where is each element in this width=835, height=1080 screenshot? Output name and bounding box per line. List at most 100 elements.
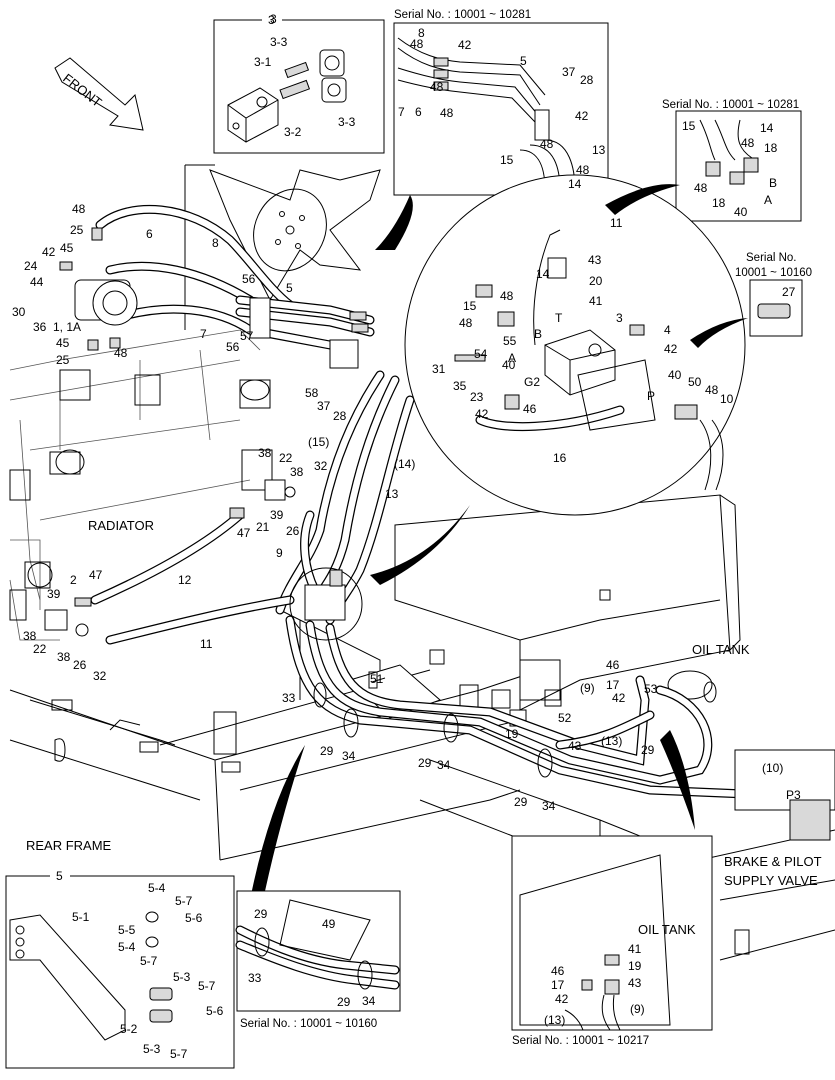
part-callout-8: 8 <box>212 236 219 250</box>
part-callout-48: 48 <box>576 163 590 177</box>
part-callout-10: 10 <box>720 392 734 406</box>
part-callout-14: (14) <box>394 457 415 471</box>
part-callout-23: 23 <box>470 390 484 404</box>
part-callout-48: 48 <box>540 137 554 151</box>
part-callout-46: 46 <box>551 964 565 978</box>
part-callout-21: 21 <box>256 520 270 534</box>
part-callout-32: 32 <box>314 459 328 473</box>
part-callout-30: 30 <box>12 305 26 319</box>
part-callout-38: 38 <box>57 650 71 664</box>
serial-mid-right-2: 10001 ~ 10160 <box>735 267 812 279</box>
part-callout-14: 14 <box>760 121 774 135</box>
part-callout-3-2: 3-2 <box>284 125 302 139</box>
part-callout-14: 14 <box>536 267 550 281</box>
part-callout-42: 42 <box>555 992 569 1006</box>
part-callout-51: 51 <box>370 672 384 686</box>
part-callout-5-7: 5-7 <box>170 1047 188 1061</box>
part-callout-13: (13) <box>601 734 622 748</box>
part-callout-46: 46 <box>523 402 537 416</box>
part-callout-18: 18 <box>712 196 726 210</box>
part-callout-G2: G2 <box>524 375 540 389</box>
part-callout-38: 38 <box>290 465 304 479</box>
part-callout-5-1: 5-1 <box>72 910 90 924</box>
part-callout-34: 34 <box>362 994 376 1008</box>
part-callout-15: 15 <box>682 119 696 133</box>
part-callout-9: (9) <box>580 681 595 695</box>
part-callout-B: B <box>769 176 777 190</box>
part-callout-5-4: 5-4 <box>118 940 136 954</box>
radiator-label: RADIATOR <box>88 518 154 533</box>
part-callout-8: 8 <box>418 26 425 40</box>
part-callout-40: 40 <box>668 368 682 382</box>
part-callout-11: 11 <box>610 216 623 230</box>
serial-top-right: Serial No. : 10001 ~ 10281 <box>662 99 799 111</box>
part-callout-42: 42 <box>458 38 472 52</box>
part-callout-52: 52 <box>558 711 572 725</box>
inset-serial-mid-right <box>749 279 803 337</box>
oil-tank-inset-label: OIL TANK <box>638 922 696 937</box>
part-callout-A: A <box>764 193 772 207</box>
part-callout-11A: 1, 1A <box>53 320 81 334</box>
part-callout-39: 39 <box>47 587 61 601</box>
part-callout-46: 46 <box>606 658 620 672</box>
radiator-structure <box>9 329 273 641</box>
part-callout-53: 53 <box>644 682 658 696</box>
inset-serial-top-right <box>675 110 802 222</box>
part-callout-40: 40 <box>734 205 748 219</box>
part-callout-22: 22 <box>279 451 293 465</box>
inset-serial-top-center <box>393 22 609 196</box>
part-callout-15: 15 <box>500 153 514 167</box>
part-callout-6: 6 <box>146 227 153 241</box>
part-callout-49: 49 <box>322 917 336 931</box>
part-callout-17: 17 <box>551 978 565 992</box>
part-callout-5-6: 5-6 <box>185 911 203 925</box>
part-callout-55: 55 <box>503 334 517 348</box>
part-callout-7: 7 <box>398 105 405 119</box>
part-callout-3: 3 <box>616 311 623 325</box>
part-callout-48: 48 <box>705 383 719 397</box>
part-callout-25: 25 <box>70 223 84 237</box>
part-callout-15: 15 <box>463 299 477 313</box>
part-callout-35: 35 <box>453 379 467 393</box>
radiator-fittings <box>44 479 296 637</box>
part-callout-44: 44 <box>30 275 44 289</box>
inset-serial-bottom-center <box>235 890 401 1012</box>
part-callout-4: 4 <box>664 323 671 337</box>
part-callout-36: 36 <box>33 320 47 334</box>
part-callout-34: 34 <box>542 799 556 813</box>
brake-pilot-label-line1: BRAKE & PILOT <box>724 854 822 869</box>
part-callout-33: 33 <box>248 971 262 985</box>
part-callout-11: 11 <box>200 637 213 651</box>
brake-pilot-label-line2: SUPPLY VALVE <box>724 873 818 888</box>
pipe-holder-5 <box>249 297 369 369</box>
part-callout-13: (13) <box>544 1013 565 1027</box>
part-callout-42: 42 <box>575 109 589 123</box>
detail-pointers <box>250 184 748 905</box>
part-callout-48: 48 <box>430 80 444 94</box>
part-callout-42: 42 <box>612 691 626 705</box>
oil-tank-label: OIL TANK <box>692 642 750 657</box>
part-callout-42: 42 <box>664 342 678 356</box>
part-callout-56: 56 <box>226 340 240 354</box>
part-callout-48: 48 <box>410 37 424 51</box>
part-callout-37: 37 <box>317 399 331 413</box>
part-callout-28: 28 <box>580 73 594 87</box>
part-callout-5: 5 <box>286 281 293 295</box>
rear-frame-label: REAR FRAME <box>26 838 112 853</box>
part-callout-22: 22 <box>33 642 47 656</box>
inset-box-5: 5 <box>5 869 235 1069</box>
part-callout-42: 42 <box>475 407 489 421</box>
inset-box-3: 3 <box>213 13 385 154</box>
part-callout-56: 56 <box>242 272 256 286</box>
part-callout-A: A <box>508 351 516 365</box>
part-callout-10: (10) <box>762 761 783 775</box>
part-callout-29: 29 <box>514 795 528 809</box>
serial-top-center: Serial No. : 10001 ~ 10281 <box>394 9 531 21</box>
part-callout-9: (9) <box>630 1002 645 1016</box>
part-callout-43: 43 <box>568 739 582 753</box>
part-callout-13: 13 <box>385 487 399 501</box>
part-callout-42: 42 <box>42 245 56 259</box>
part-callout-41: 41 <box>628 942 642 956</box>
part-callout-32: 32 <box>93 669 107 683</box>
